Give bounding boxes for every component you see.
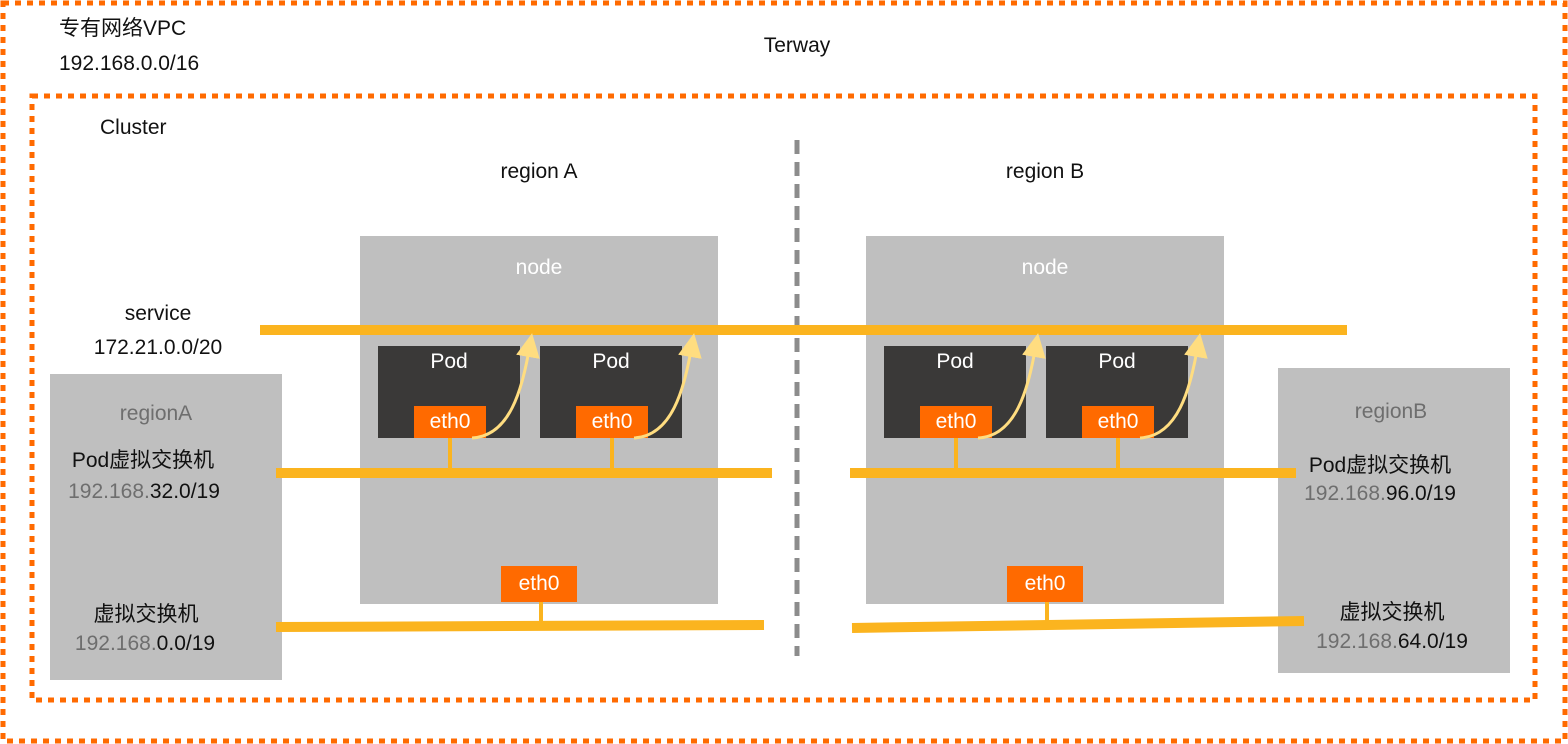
pod-eth0: eth0 [920, 406, 992, 438]
pod-eth0: eth0 [1082, 406, 1154, 438]
cluster-title: Cluster [100, 116, 167, 139]
plugin-label: Terway [763, 34, 831, 57]
pod-label: Pod [936, 350, 974, 373]
region-a-box: regionA Pod虚拟交换机 192.168.32.0/19 虚拟交换机 1… [50, 374, 282, 680]
vswitch-label: 虚拟交换机 [93, 603, 199, 626]
connectors [448, 438, 1120, 624]
pod-vswitch-cidr: 192.168.32.0/19 [68, 480, 220, 503]
route-arrows [471, 333, 1208, 440]
vswitch-cidr: 192.168.64.0/19 [1316, 630, 1468, 653]
pod-eth0: eth0 [576, 406, 648, 438]
node-label: node [1021, 256, 1069, 279]
pod-label: Pod [1098, 350, 1136, 373]
vswitch-label: 虚拟交换机 [1339, 601, 1445, 624]
pod-label: Pod [430, 350, 468, 373]
vswitch-cidr: 192.168.0.0/19 [74, 632, 216, 655]
vpc-cidr: 192.168.0.0/16 [59, 52, 200, 75]
region-b-box: regionB Pod虚拟交换机 192.168.96.0/19 虚拟交换机 1… [1278, 368, 1510, 673]
region-b-title: regionB [1354, 400, 1428, 423]
service-label: service [124, 302, 192, 325]
pod: Pod eth0 [378, 346, 520, 438]
pod-eth0: eth0 [414, 406, 486, 438]
node-label: node [515, 256, 563, 279]
pod: Pod eth0 [1046, 346, 1188, 438]
vpc-title: 专有网络VPC [59, 17, 187, 40]
pod-vswitch-cidr: 192.168.96.0/19 [1304, 482, 1456, 505]
cluster-border [29, 93, 1538, 703]
vswitch-line-b [851, 616, 1305, 633]
node-eth0: eth0 [501, 566, 577, 602]
service-cidr: 172.21.0.0/20 [93, 336, 223, 359]
region-a-title: regionA [119, 402, 193, 425]
pod: Pod eth0 [884, 346, 1026, 438]
pod-vswitch-label: Pod虚拟交换机 [71, 449, 215, 472]
region-b-label: region B [1005, 160, 1085, 183]
pod: Pod eth0 [540, 346, 682, 438]
node-eth0: eth0 [1007, 566, 1083, 602]
region-a-label: region A [500, 160, 578, 183]
pod-vswitch-label: Pod虚拟交换机 [1308, 454, 1452, 477]
vswitch-line-a [275, 620, 765, 632]
pod-label: Pod [592, 350, 630, 373]
